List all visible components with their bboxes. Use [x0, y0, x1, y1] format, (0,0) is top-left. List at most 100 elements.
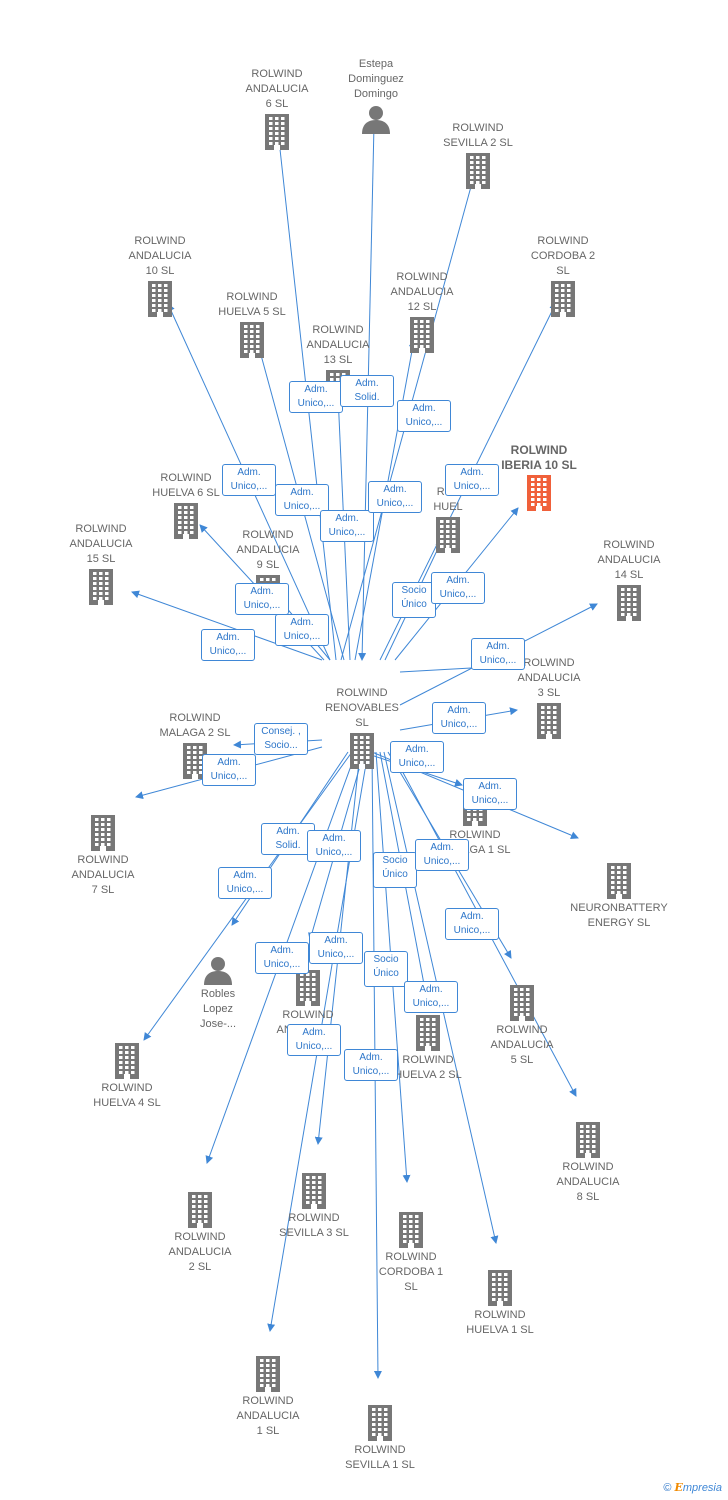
- relation-label[interactable]: Adm.Unico,...: [397, 400, 451, 432]
- relationship-edge: [131, 590, 323, 661]
- relation-label-line: Solid.: [275, 840, 301, 851]
- brand-watermark: ©Empresia: [663, 1481, 722, 1494]
- relation-label[interactable]: Adm.Unico,...: [344, 1049, 398, 1081]
- relation-label-line: Adm.: [237, 467, 261, 478]
- company-node[interactable]: ROLWIND HUELVA 1 SL: [445, 1270, 555, 1338]
- person-node[interactable]: Estepa Dominguez Domingo: [321, 57, 431, 136]
- relation-label[interactable]: Adm.Unico,...: [235, 583, 289, 615]
- relation-label[interactable]: Adm.Unico,...: [431, 572, 485, 604]
- relation-label[interactable]: Adm.Unico,...: [368, 481, 422, 513]
- company-node[interactable]: ROLWIND RENOVABLES SL: [307, 686, 417, 771]
- relation-label[interactable]: Adm.Unico,...: [218, 867, 272, 899]
- relation-label[interactable]: Adm.Unico,...: [307, 830, 361, 862]
- relation-label-line: Unico,...: [263, 959, 301, 970]
- relation-label[interactable]: Adm.Unico,...: [222, 464, 276, 496]
- relation-label-line: Unico,...: [398, 758, 436, 769]
- relation-label[interactable]: Adm.Unico,...: [289, 381, 343, 413]
- node-label: ROLWIND ANDALUCIA 10 SL: [128, 235, 192, 277]
- company-node[interactable]: NEURONBATTERY ENERGY SL: [564, 863, 674, 931]
- relation-label[interactable]: Adm.Solid.: [261, 823, 315, 855]
- relation-label[interactable]: Adm.Unico,...: [415, 839, 469, 871]
- node-label: ROLWIND SEVILLA 3 SL: [279, 1212, 349, 1239]
- company-node[interactable]: ROLWIND ANDALUCIA 5 SL: [467, 985, 577, 1068]
- node-label: ROLWIND SEVILLA 2 SL: [443, 122, 513, 149]
- person-node[interactable]: Robles Lopez Jose-...: [163, 955, 273, 1032]
- company-node[interactable]: ROLWIND ANDALUCIA 6 SL: [222, 67, 332, 152]
- relation-label-line: Adm.: [290, 617, 314, 628]
- node-label: ROLWIND SEVILLA 1 SL: [345, 1444, 415, 1471]
- company-node[interactable]: ROLWIND HUELVA 6 SL: [131, 471, 241, 541]
- relation-label-line: Adm.: [405, 744, 429, 755]
- building-icon: [604, 863, 634, 899]
- building-icon: [299, 1173, 329, 1209]
- company-node[interactable]: ROLWIND ANDALUCIA 10 SL: [105, 234, 215, 319]
- building-icon: [614, 585, 644, 621]
- relation-label[interactable]: Adm.Unico,...: [201, 629, 255, 661]
- company-node[interactable]: ROLWIND MALAGA 2 SL: [140, 711, 250, 781]
- relation-label-line: Adm.: [233, 870, 257, 881]
- company-node[interactable]: ROLWIND ANDALUCIA 2 SL: [145, 1192, 255, 1275]
- relation-label[interactable]: Adm. Unico,...: [255, 942, 309, 974]
- relation-label-line: Adm.: [270, 945, 294, 956]
- relation-label-line: Adm.: [430, 842, 454, 853]
- company-node[interactable]: ROLWIND ANDALUCIA 14 SL: [574, 538, 684, 623]
- building-icon: [413, 1015, 443, 1051]
- node-label: ROLWIND ANDALUCIA 5 SL: [490, 1024, 554, 1066]
- building-icon: [573, 1122, 603, 1158]
- company-node[interactable]: ROLWIND ANDALUCIA 8 SL: [533, 1122, 643, 1205]
- building-icon: [365, 1405, 395, 1441]
- node-label: ROLWIND HUELVA 5 SL: [218, 291, 286, 318]
- relation-label-line: Unico,...: [405, 417, 443, 428]
- company-node[interactable]: ROLWIND SEVILLA 3 SL: [259, 1173, 369, 1241]
- node-label: ROLWIND ANDALUCIA 9 SL: [236, 529, 300, 571]
- relation-label[interactable]: Adm.Unico,...: [202, 754, 256, 786]
- relation-label[interactable]: Adm.Unico,...: [404, 981, 458, 1013]
- node-label: ROLWIND HUELVA 4 SL: [93, 1082, 161, 1109]
- company-node[interactable]: ROLWIND HUELVA 4 SL: [72, 1043, 182, 1111]
- relation-label-line: Unico,...: [328, 527, 366, 538]
- relation-label[interactable]: Adm.Unico,...: [320, 510, 374, 542]
- company-node[interactable]: ROLWIND ANDALUCIA 1 SL: [213, 1356, 323, 1439]
- relation-label-line: Adm.: [419, 984, 443, 995]
- relation-label[interactable]: Adm.Solid.: [340, 375, 394, 407]
- company-node[interactable]: ROLWIND ANDALUCIA 7 SL: [48, 815, 158, 898]
- company-node[interactable]: ROL HUEL: [393, 485, 503, 555]
- building-icon: [396, 1212, 426, 1248]
- relation-label-line: Adm.: [290, 487, 314, 498]
- relation-label[interactable]: Adm.Unico,...: [463, 778, 517, 810]
- brand-name: mpresia: [682, 1482, 722, 1494]
- company-node[interactable]: ROLWIND HUELVA 5 SL: [197, 290, 307, 360]
- relation-label-line: Consej. ,: [261, 726, 301, 737]
- node-label: ROLWIND ANDALUCIA 1 SL: [236, 1395, 300, 1437]
- building-icon: [463, 153, 493, 189]
- company-node[interactable]: ROLWIND ANDALUCIA 12 SL: [367, 270, 477, 355]
- company-node[interactable]: ROLWIND ANDALUCIA 3 SL: [494, 656, 604, 741]
- building-icon: [185, 1192, 215, 1228]
- relation-label-line: Adm.: [383, 484, 407, 495]
- company-node[interactable]: ROLWIND CORDOBA 1 SL: [356, 1212, 466, 1295]
- node-label: NEURONBATTERY ENERGY SL: [570, 902, 668, 929]
- company-node[interactable]: ROLWIND HUELVA 2 SL: [373, 1015, 483, 1083]
- relation-label[interactable]: Adm.Unico,...: [309, 932, 363, 964]
- company-node[interactable]: ROLWIND CORDOBA 2 SL: [508, 234, 618, 319]
- building-icon: [180, 743, 210, 779]
- node-label: ROLWIND HUELVA 6 SL: [152, 472, 220, 499]
- company-node[interactable]: ROLWIND SEVILLA 1 SL: [325, 1405, 435, 1473]
- relation-label[interactable]: Consej. ,Socio...: [254, 723, 308, 755]
- relation-label[interactable]: Adm.Unico,...: [445, 464, 499, 496]
- relation-label[interactable]: Adm. Unico,...: [390, 741, 444, 773]
- relation-label-line: Socio: [382, 855, 408, 866]
- relation-label[interactable]: Adm.Unico,...: [287, 1024, 341, 1056]
- relation-label[interactable]: Adm.Unico,...: [445, 908, 499, 940]
- relation-label[interactable]: Adm.Unico,...: [471, 638, 525, 670]
- relation-label[interactable]: Adm.Unico,...: [432, 702, 486, 734]
- node-label: ROLWIND IBERIA 10 SL: [501, 443, 577, 472]
- relation-label-line: Unico,...: [440, 719, 478, 730]
- company-node[interactable]: ROLWIND SEVILLA 2 SL: [423, 121, 533, 191]
- relation-label[interactable]: Adm.Unico,...: [275, 614, 329, 646]
- company-node[interactable]: ROLWIND IBERIA 10 SL: [484, 443, 594, 513]
- company-node[interactable]: ROLWIND ANDALUCIA 15 SL: [46, 522, 156, 607]
